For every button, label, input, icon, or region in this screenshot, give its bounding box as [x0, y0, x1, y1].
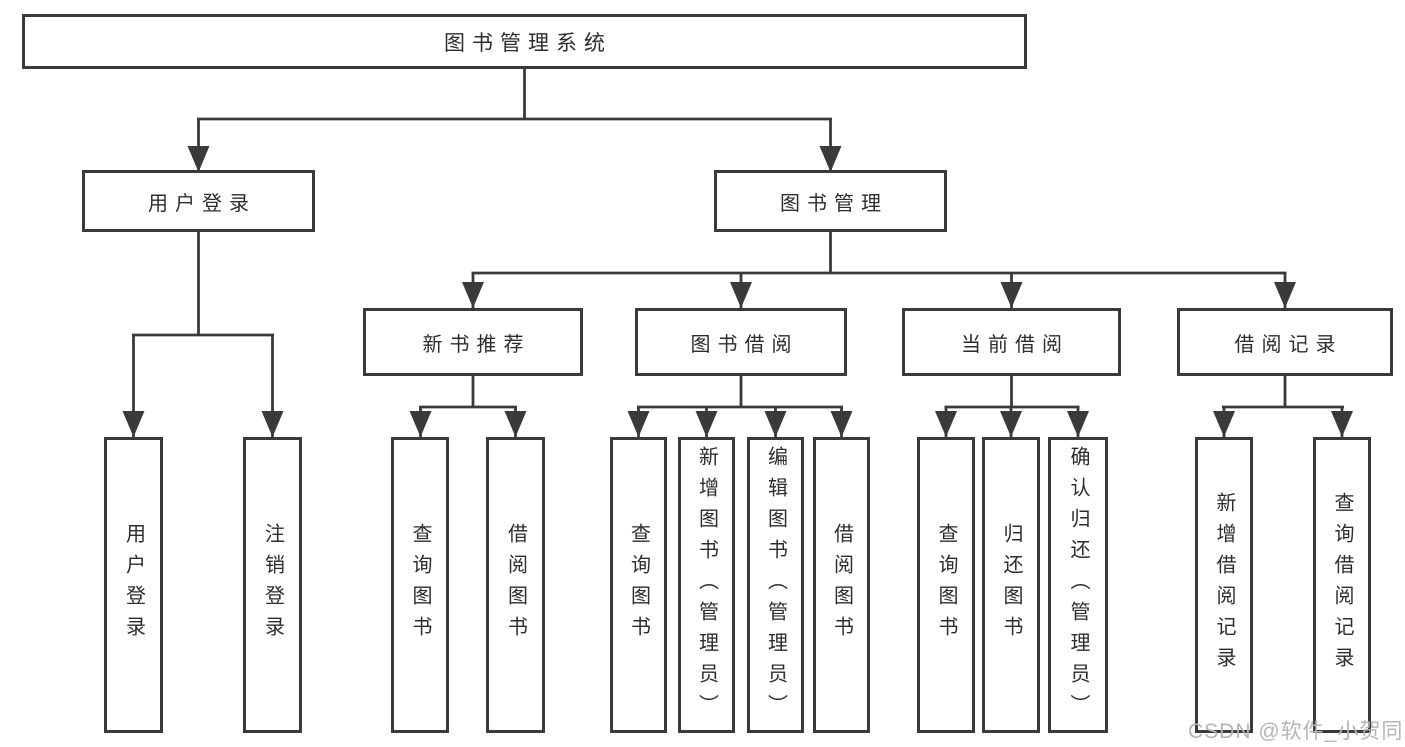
leaf-borrow-books: 借阅图书	[813, 437, 870, 733]
node-current-borrow-label: 当前借阅	[961, 333, 1069, 356]
connector-book-borrow-group	[627, 376, 853, 437]
leaf-query-books-recommend-label: 查询图书	[409, 523, 431, 647]
leaf-query-books-borrow: 查询图书	[610, 437, 667, 733]
node-root-system-label: 图书管理系统	[444, 31, 612, 55]
node-borrow-records-label: 借阅记录	[1234, 333, 1343, 356]
connector-new-book-group	[409, 376, 527, 437]
leaf-query-books-current: 查询图书	[917, 437, 975, 733]
leaf-add-book-admin: 新增图书（管理员）	[678, 437, 735, 733]
leaf-query-borrow-record: 查询借阅记录	[1313, 437, 1371, 733]
leaf-logout: 注销登录	[243, 437, 302, 733]
node-user-login: 用户登录	[82, 170, 315, 232]
leaf-borrow-books-label: 借阅图书	[830, 523, 853, 647]
node-current-borrow: 当前借阅	[902, 308, 1121, 376]
leaf-confirm-return-admin-label: 确认归还（管理员）	[1067, 445, 1089, 725]
node-new-book-recommend-label: 新书推荐	[422, 333, 531, 356]
leaf-query-books-borrow-label: 查询图书	[627, 523, 650, 647]
node-user-login-label: 用户登录	[148, 192, 256, 215]
connector-borrow-records-group	[1213, 376, 1353, 437]
leaf-add-borrow-record-label: 新增借阅记录	[1213, 492, 1235, 678]
leaf-user-login: 用户登录	[104, 437, 163, 733]
connector-book-management-to-level3	[462, 232, 1296, 308]
leaf-confirm-return-admin: 确认归还（管理员）	[1048, 437, 1108, 733]
node-book-management-label: 图书管理	[780, 192, 888, 215]
node-book-borrow-label: 图书借阅	[690, 333, 799, 356]
node-book-management: 图书管理	[714, 170, 947, 232]
leaf-add-borrow-record: 新增借阅记录	[1195, 437, 1253, 733]
node-root-system: 图书管理系统	[22, 14, 1027, 69]
leaf-edit-book-admin-label: 编辑图书（管理员）	[764, 445, 787, 725]
connector-current-borrow-group	[935, 376, 1089, 437]
leaf-borrow-books-recommend-label: 借阅图书	[504, 523, 527, 647]
leaf-add-book-admin-label: 新增图书（管理员）	[695, 445, 718, 725]
leaf-edit-book-admin: 编辑图书（管理员）	[747, 437, 804, 733]
node-book-borrow: 图书借阅	[635, 308, 847, 376]
leaf-query-books-recommend: 查询图书	[391, 437, 449, 733]
leaf-borrow-books-recommend: 借阅图书	[486, 437, 545, 733]
node-new-book-recommend: 新书推荐	[363, 308, 583, 376]
leaf-logout-label: 注销登录	[261, 523, 284, 647]
node-borrow-records: 借阅记录	[1177, 308, 1393, 376]
watermark-text: CSDN @软件_小贺同学	[1188, 720, 1405, 743]
connector-root-to-level2	[187, 69, 842, 172]
leaf-return-book-label: 归还图书	[1000, 523, 1022, 647]
leaf-user-login-label: 用户登录	[122, 523, 145, 647]
leaf-return-book: 归还图书	[982, 437, 1040, 733]
connector-user-login-group	[122, 232, 284, 437]
leaf-query-borrow-record-label: 查询借阅记录	[1331, 492, 1353, 678]
leaf-query-books-current-label: 查询图书	[935, 523, 957, 647]
